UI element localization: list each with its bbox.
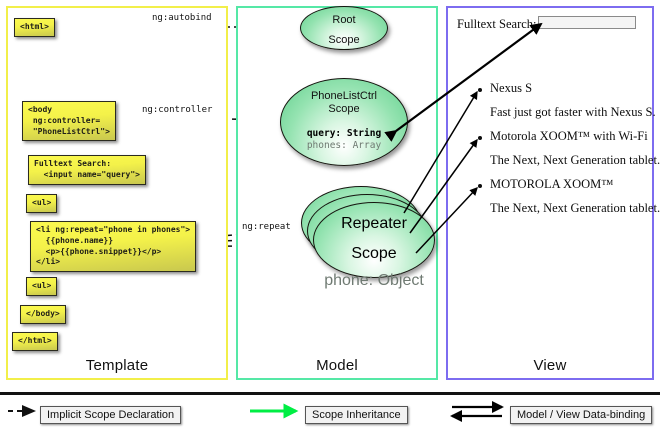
code-box-html-close: </html> <box>12 332 58 351</box>
view-phone-snippet-3: The Next, Next Generation tablet. <box>490 201 660 215</box>
view-bullet-1 <box>478 88 482 92</box>
view-phone-snippet-2: The Next, Next Generation tablet. <box>490 153 660 167</box>
view-search-input[interactable] <box>538 16 636 29</box>
scope-ctrl-prop-phones: phones: Array <box>306 139 382 151</box>
scope-root-title-2: Scope <box>328 33 360 46</box>
code-box-ul-close: <ul> <box>26 277 58 296</box>
view-phone-name-3: MOTOROLA XOOM™ <box>490 177 614 191</box>
code-box-fulltext-search: Fulltext Search: <input name="query"> <box>28 155 146 185</box>
view-bullet-3 <box>478 184 482 188</box>
view-phone-snippet-1: Fast just got faster with Nexus S. <box>490 105 656 119</box>
view-phone-name-1: Nexus S <box>490 81 533 95</box>
scope-root-title-1: Root <box>332 14 356 26</box>
code-box-li-repeat: <li ng:repeat="phone in phones"> {{phone… <box>30 221 197 273</box>
scope-ctrl-title-2: Scope <box>328 102 360 115</box>
column-template: Template <box>6 6 228 380</box>
legend-label-implicit-scope-declaration: Implicit Scope Declaration <box>40 406 182 424</box>
code-box-html-open: <html> <box>14 18 55 37</box>
scope-ctrl-props: query: String phones: Array <box>281 128 407 152</box>
edge-label-ng-repeat: ng:repeat <box>240 222 293 232</box>
scope-phonelistctrl: PhoneListCtrl Scope query: String phones… <box>280 78 408 166</box>
view-search-label: Fulltext Search: <box>457 17 537 31</box>
code-box-body-close: </body> <box>20 305 66 324</box>
legend-divider <box>0 392 660 395</box>
scope-repeater: Repeater Scope phone: Object <box>313 202 435 289</box>
legend-arrow-layer <box>8 400 504 423</box>
scope-ctrl-title-1: PhoneListCtrl <box>310 90 378 102</box>
legend-label-scope-inheritance: Scope Inheritance <box>305 406 408 424</box>
column-title-model: Model <box>316 357 358 374</box>
legend-label-model-view-data-binding: Model / View Data-binding <box>510 406 653 424</box>
view-phone-name-2: Motorola XOOM™ with Wi-Fi <box>490 129 648 143</box>
view-bullet-2 <box>478 136 482 140</box>
scope-ctrl-prop-query: query: String <box>306 127 382 139</box>
column-title-view: View <box>533 357 567 374</box>
edge-label-ng-autobind: ng:autobind <box>150 13 214 23</box>
edge-label-ng-controller: ng:controller <box>140 105 215 115</box>
code-box-body: <body ng:controller= "PhoneListCtrl"> <box>22 101 116 142</box>
scope-repeater-title-1: Repeater <box>341 215 407 232</box>
scope-root: Root Scope <box>300 6 388 50</box>
column-view: View <box>446 6 654 380</box>
scope-repeater-prop-phone: phone: Object <box>324 272 424 289</box>
column-title-template: Template <box>85 357 149 374</box>
code-box-ul-open: <ul> <box>26 194 58 213</box>
scope-repeater-title-2: Scope <box>351 245 397 262</box>
